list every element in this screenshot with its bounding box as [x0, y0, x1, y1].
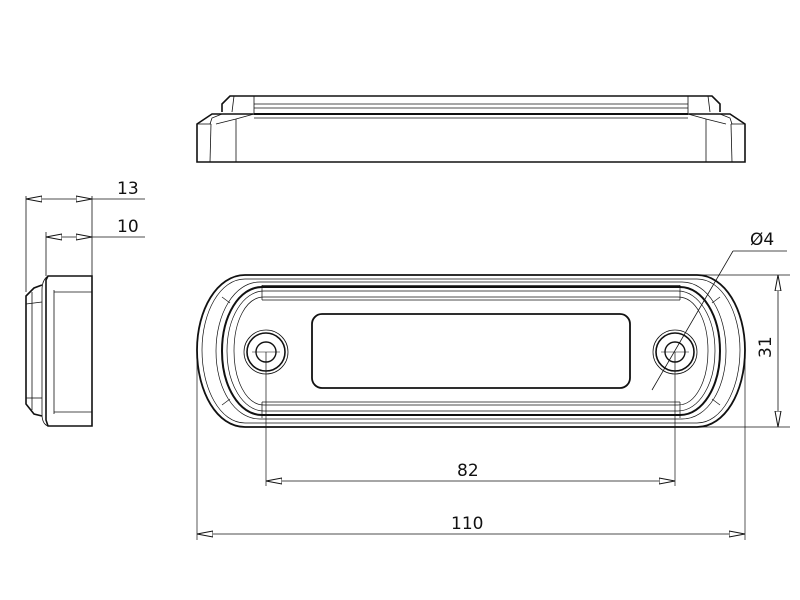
side-view	[25, 275, 93, 427]
dimension-overall-length: 110	[451, 514, 483, 534]
dimension-height: 31	[756, 336, 776, 358]
side-view-dimensions	[25, 196, 145, 292]
top-view	[196, 95, 746, 163]
display-window	[311, 313, 631, 389]
front-view-dimensions	[196, 250, 790, 540]
dimension-depth-body: 10	[117, 217, 139, 237]
dimension-hole-diameter: Ø4	[750, 230, 774, 250]
front-view	[196, 274, 746, 428]
dimension-depth-total: 13	[117, 179, 139, 199]
dimension-hole-spacing: 82	[457, 461, 479, 481]
